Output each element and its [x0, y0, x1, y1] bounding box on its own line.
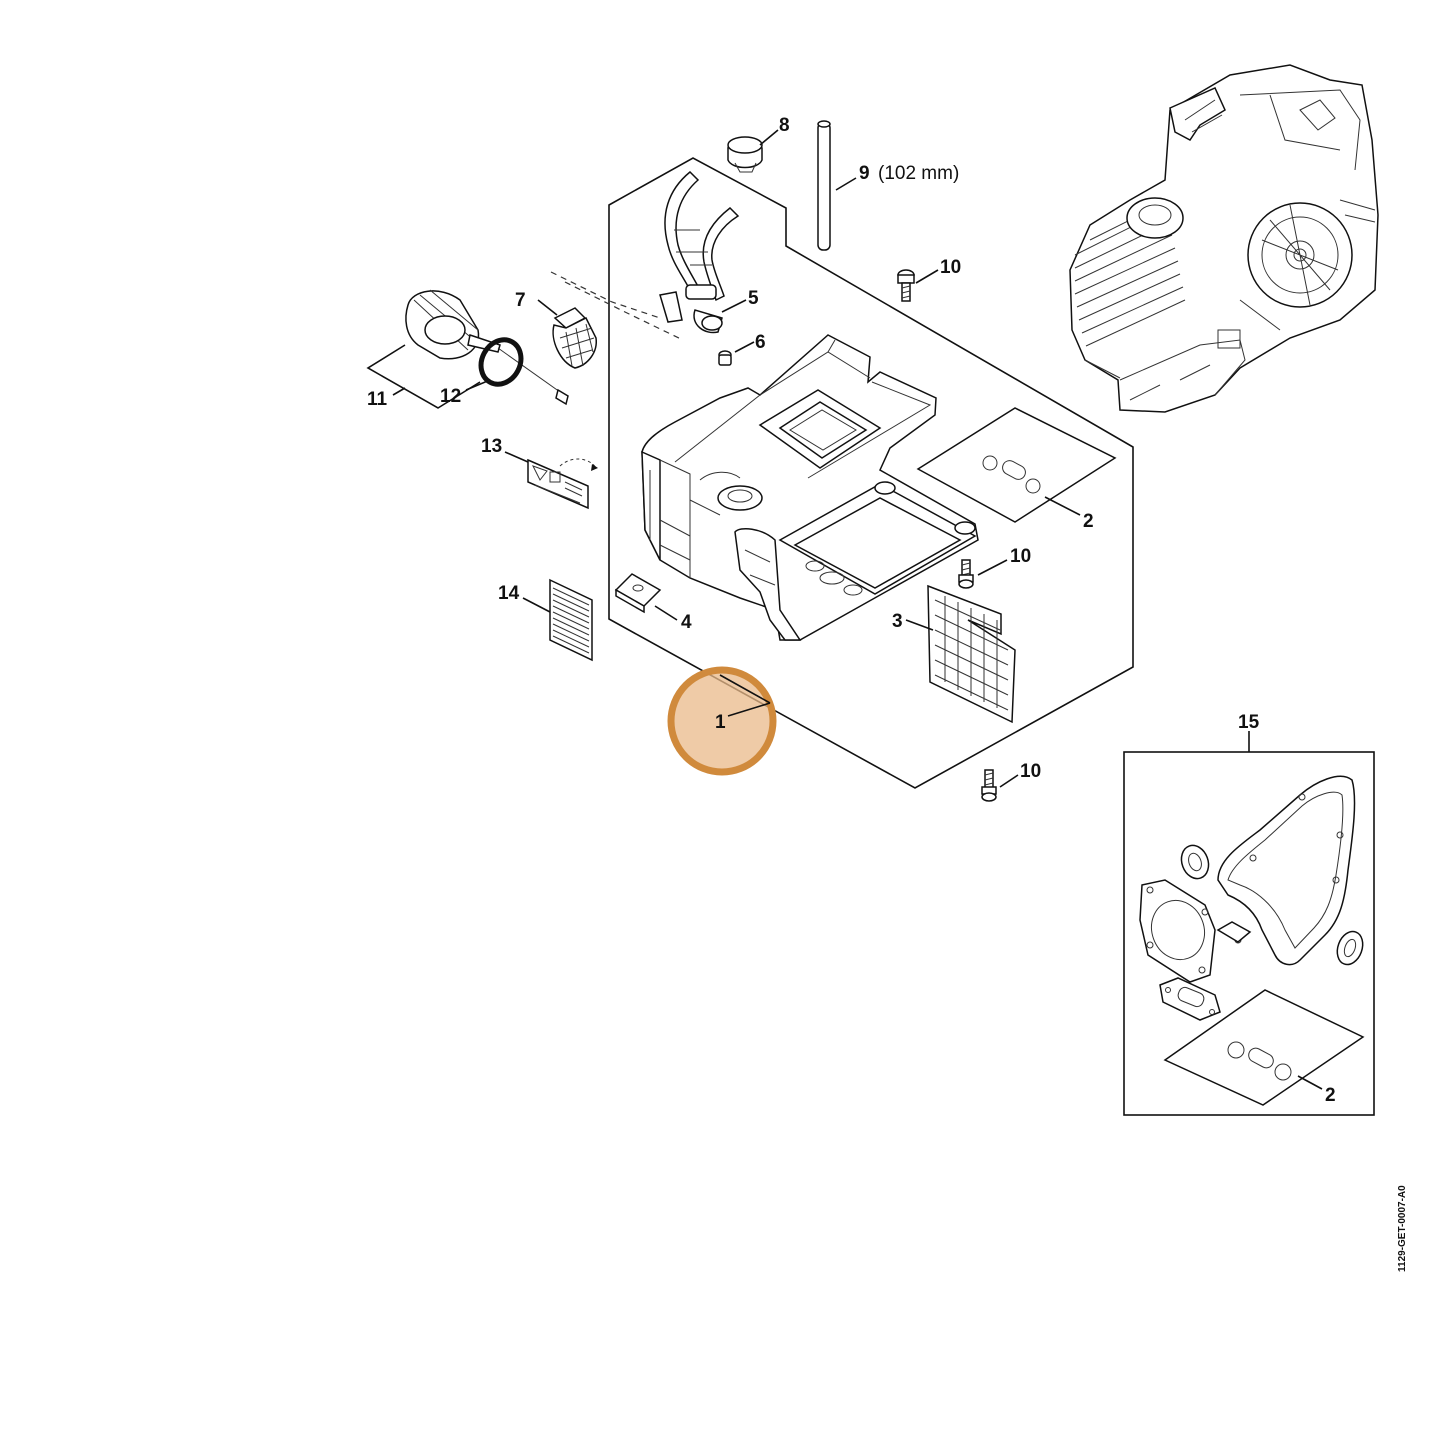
part-11-pump-assembly[interactable] — [405, 289, 569, 406]
part-2-gasket[interactable] — [916, 407, 1117, 523]
part-9-rod[interactable] — [817, 120, 831, 251]
label-9-dimension: (102 mm) — [878, 163, 959, 184]
part-7-fuel-filter[interactable] — [552, 307, 597, 369]
label-8: 8 — [779, 115, 790, 136]
part-10-screw-top[interactable] — [897, 269, 915, 302]
label-14: 14 — [498, 583, 520, 604]
part-1-tank-housing[interactable] — [641, 334, 979, 641]
part-15-seal-right[interactable] — [1333, 928, 1367, 968]
label-11: 11 — [367, 389, 388, 410]
part-15-seal-left[interactable] — [1177, 842, 1213, 883]
part-13-warning-label[interactable] — [527, 458, 598, 510]
label-15: 15 — [1238, 712, 1260, 733]
label-5: 5 — [748, 288, 759, 309]
part-8-cap[interactable] — [727, 136, 763, 173]
part-15-muffler-gasket[interactable] — [1159, 977, 1221, 1021]
part-12-o-ring[interactable] — [473, 333, 528, 391]
label-12: 12 — [440, 386, 461, 407]
part-14-screen[interactable] — [549, 578, 593, 662]
drawing-code: 1129-GET-0007-A0 — [1397, 1185, 1408, 1272]
label-4: 4 — [681, 612, 692, 633]
label-1: 1 — [715, 712, 726, 733]
part-5-fuel-hoses[interactable] — [659, 170, 740, 334]
part-4-nut[interactable] — [614, 573, 662, 614]
label-2: 2 — [1083, 511, 1094, 532]
part-10-screw-middle[interactable] — [958, 559, 974, 589]
label-10-top: 10 — [940, 257, 961, 278]
label-3: 3 — [892, 611, 903, 632]
engine-illustration — [1069, 64, 1379, 413]
part-15-crankcase-gasket[interactable] — [1216, 775, 1356, 966]
label-10-bottom: 10 — [1020, 761, 1041, 782]
label-7: 7 — [515, 290, 526, 311]
part-6-fitting[interactable] — [718, 350, 732, 366]
label-13: 13 — [481, 436, 502, 457]
label-2-in-set: 2 — [1325, 1085, 1336, 1106]
part-3-screen-plate[interactable] — [927, 584, 1016, 724]
label-9: 9 — [859, 163, 870, 184]
label-10-middle: 10 — [1010, 546, 1031, 567]
label-6: 6 — [755, 332, 766, 353]
part-15-cylinder-gasket[interactable] — [1139, 879, 1216, 983]
part-2-gasket-in-set[interactable] — [1163, 989, 1365, 1106]
highlight-marker-part-1[interactable] — [667, 666, 777, 776]
part-10-screw-bottom[interactable] — [981, 769, 997, 802]
